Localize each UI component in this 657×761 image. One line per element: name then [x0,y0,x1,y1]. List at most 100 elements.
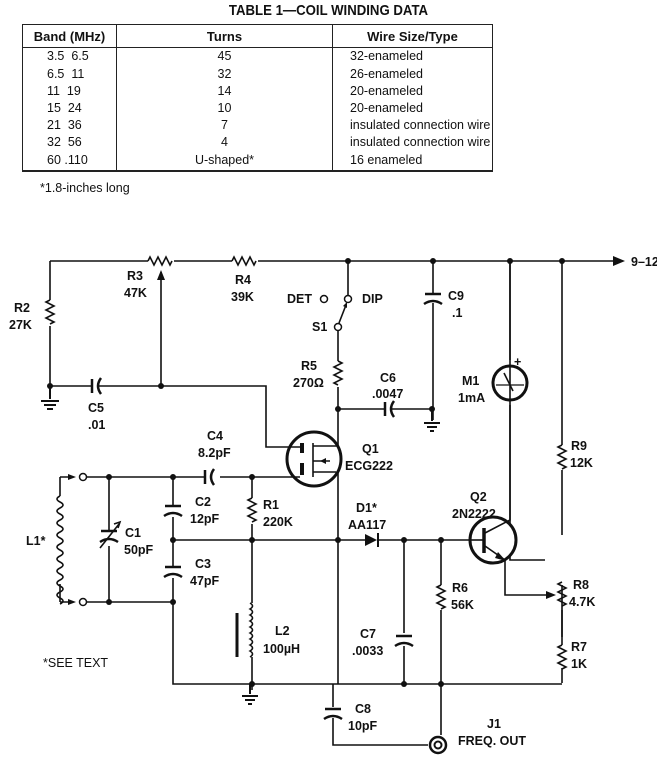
junction [401,681,407,687]
wire-cell: 20-enameled [332,99,493,117]
wire-cell: 20-enameled [332,82,493,100]
c8-capacitor-icon [323,707,343,721]
wire-cell: insulated connection wire [332,116,493,134]
junction [249,474,255,480]
table-row: 21 36 7 insulated connection wire [22,116,493,134]
wire-cell: 26-enameled [332,65,493,83]
table-row: 11 19 14 20-enameled [22,82,493,100]
band-cell: 3.5 6.5 [47,49,89,64]
c4-capacitor-icon [203,468,216,486]
turns-cell: 10 [116,99,333,117]
c5-capacitor-icon [90,377,103,395]
c2-ref: C2 [195,495,211,509]
junction [438,681,444,687]
r2-resistor-icon [44,299,56,325]
junction [158,383,164,389]
table-row: 32 56 4 insulated connection wire [22,133,493,151]
r1-resistor-icon [246,497,258,523]
c9-ref: C9 [448,289,464,303]
band-cell: 21 36 [47,117,82,132]
m1-polarity: + [514,355,521,369]
wire-c5-gate [50,385,290,448]
l1-coil-icon [56,472,88,607]
r6-value: 56K [451,598,474,612]
r2-value: 27K [9,318,32,332]
c4-value: 8.2pF [198,446,231,460]
ground-icon [424,409,440,432]
table-footnote: *1.8-inches long [40,181,130,195]
d1-ref: D1* [356,501,377,515]
l1-ref: L1* [26,534,46,548]
c6-ref: C6 [380,371,396,385]
turns-cell: U-shaped* [116,150,333,172]
r7-ref: R7 [571,640,587,654]
j1-ref: J1 [487,717,501,731]
j1-value: FREQ. OUT [458,734,526,748]
r9-ref: R9 [571,439,587,453]
r2-ref: R2 [14,301,30,315]
junction [401,537,407,543]
table-header-row: Band (MHz) Turns Wire Size/Type [22,24,493,48]
r3-wiper-arrow-icon [157,270,165,280]
table-row: 3.5 6.5 45 32-enameled [22,47,493,66]
junction [345,258,351,264]
c5-value: .01 [88,418,105,432]
c7-ref: C7 [360,627,376,641]
c5-ref: C5 [88,401,104,415]
r4-value: 39K [231,290,254,304]
r7-value: 1K [571,657,587,671]
r8-value: 4.7K [569,595,595,609]
c7-capacitor-icon [394,634,414,648]
c2-value: 12pF [190,512,220,526]
supply-arrow-icon [613,256,625,266]
coil-winding-table: Band (MHz) Turns Wire Size/Type 3.5 6.5 … [22,24,493,172]
r9-value: 12K [570,456,593,470]
wire-c8 [332,684,428,746]
s1-dip-label: DIP [362,292,383,306]
wire-q2-emitter [504,560,548,596]
junction [106,599,112,605]
junction [106,474,112,480]
table-row: 60 .110 U-shaped* 16 enameled [22,150,493,172]
r1-ref: R1 [263,498,279,512]
r1-value: 220K [263,515,293,529]
q1-mosfet-icon [285,430,343,488]
r3-value: 47K [124,286,147,300]
r8-potentiometer-icon [556,581,568,607]
c7-value: .0033 [352,644,383,658]
wires [49,260,622,746]
ground-icon [41,386,59,410]
c9-value: .1 [452,306,462,320]
r4-ref: R4 [235,273,251,287]
wire-tank-top [59,476,294,479]
r3-potentiometer-icon [147,255,173,267]
r5-value: 270Ω [293,376,324,390]
r4-resistor-icon [231,255,257,267]
c2-capacitor-icon [163,504,183,518]
band-cell: 11 19 [47,83,81,98]
junction [430,258,436,264]
turns-cell: 45 [116,47,333,66]
s1-det-label: DET [287,292,312,306]
junction [335,537,341,543]
c6-value: .0047 [372,387,403,401]
c3-value: 47pF [190,574,220,588]
q2-ref: Q2 [470,490,487,504]
r9-resistor-icon [556,444,568,470]
table-row: 15 24 10 20-enameled [22,99,493,117]
c8-value: 10pF [348,719,378,733]
junction [438,537,444,543]
c6-capacitor-icon [383,400,396,418]
r3-ref: R3 [127,269,143,283]
c3-capacitor-icon [163,565,183,579]
wire-cell: 32-enameled [332,47,493,66]
turns-cell: 14 [116,82,333,100]
q2-transistor-icon [468,261,518,565]
table-row: 6.5 11 32 26-enameled [22,65,493,83]
junction [170,599,176,605]
r7-resistor-icon [556,644,568,670]
junction [559,258,565,264]
s1-switch-icon [319,294,353,332]
r8-ref: R8 [573,578,589,592]
